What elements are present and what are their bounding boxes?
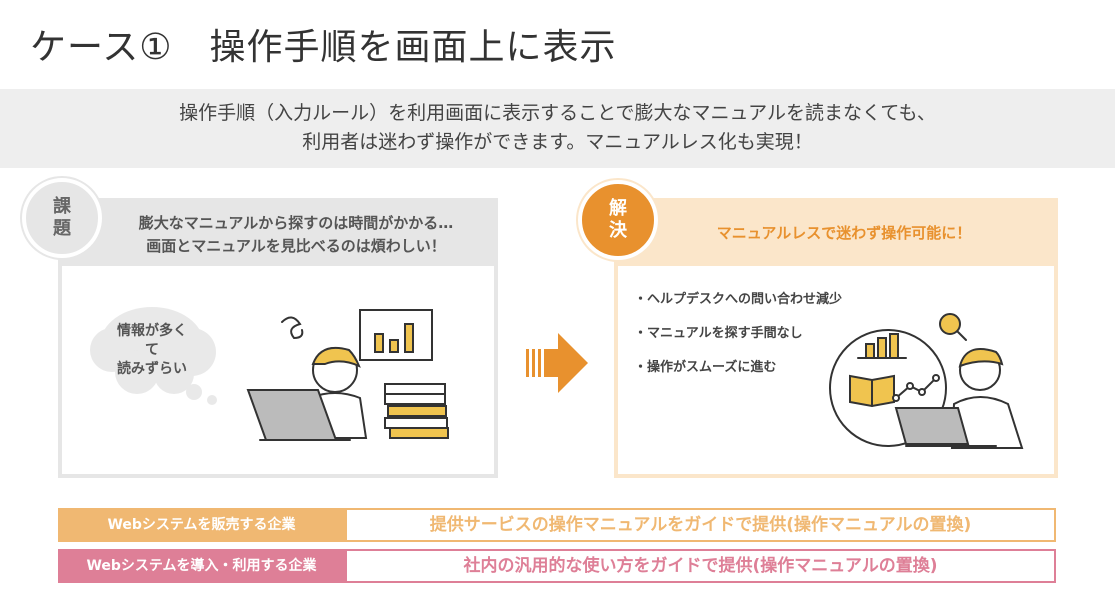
thought-bubble-illustration (90, 307, 217, 405)
use-case-row-adopter: Webシステムを導入・利用する企業 社内の汎用的な使い方をガイドで提供(操作マニ… (58, 549, 1056, 583)
summary-line-2: 利用者は迷わず操作ができます。マニュアルレス化も実現！ (302, 131, 813, 153)
solution-benefits-list: ・ヘルプデスクへの問い合わせ減少 ・マニュアルを探す手間なし ・操作がスムーズに… (634, 292, 842, 394)
thought-bubble-text: 情報が多くて 読みずらい (117, 322, 187, 379)
problem-badge-top: 課 (53, 196, 71, 217)
solution-badge: 解 決 (578, 180, 658, 260)
solution-badge-bottom: 決 (609, 220, 627, 241)
problem-heading: 膨大なマニュアルから探すのは時間がかかる… 画面とマニュアルを見比べるのは煩わし… (106, 212, 486, 258)
use-case-label: Webシステムを導入・利用する企業 (58, 549, 345, 583)
thought-line-1: 情報が多くて (117, 323, 187, 358)
benefit-item: ・ヘルプデスクへの問い合わせ減少 (634, 292, 843, 307)
summary-line-1: 操作手順（入力ルール）を利用画面に表示することで膨大なマニュアルを読まなくても、 (179, 102, 936, 124)
use-case-value: 社内の汎用的な使い方をガイドで提供(操作マニュアルの置換) (345, 549, 1056, 583)
thought-line-2: 読みずらい (117, 361, 187, 377)
use-case-value: 提供サービスの操作マニュアルをガイドで提供(操作マニュアルの置換) (345, 508, 1056, 542)
problem-heading-line-1: 膨大なマニュアルから探すのは時間がかかる… (138, 214, 454, 232)
solution-heading: マニュアルレスで迷わず操作可能に！ (716, 224, 972, 242)
use-case-row-vendor: Webシステムを販売する企業 提供サービスの操作マニュアルをガイドで提供(操作マ… (58, 508, 1056, 542)
summary-banner: 操作手順（入力ルール）を利用画面に表示することで膨大なマニュアルを読まなくても、… (0, 89, 1115, 168)
solution-badge-top: 解 (609, 198, 627, 219)
problem-badge-bottom: 題 (53, 218, 71, 239)
happy-worker-illustration (829, 313, 1024, 449)
problem-badge: 課 題 (22, 178, 102, 258)
arrow-right-icon (526, 333, 588, 393)
page-title: ケース① 操作手順を画面上に表示 (30, 27, 617, 68)
problem-heading-line-2: 画面とマニュアルを見比べるのは煩わしい！ (146, 237, 446, 255)
troubled-worker-illustration (246, 309, 449, 441)
benefit-item: ・マニュアルを探す手間なし (634, 326, 803, 341)
benefit-item: ・操作がスムーズに進む (634, 360, 777, 375)
use-case-label: Webシステムを販売する企業 (58, 508, 345, 542)
